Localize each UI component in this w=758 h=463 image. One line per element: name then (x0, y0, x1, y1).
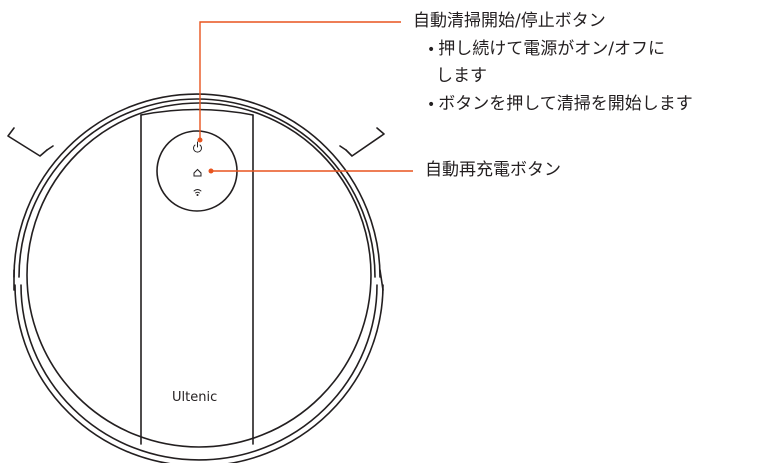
recharge-dot (208, 168, 214, 174)
start-stop-title: 自動清掃開始/停止ボタン (413, 11, 606, 31)
bumper (13, 93, 384, 463)
start-stop-dot (197, 137, 203, 143)
top-cover (26, 102, 372, 448)
right-side-brush (339, 127, 385, 157)
home-icon[interactable] (193, 168, 202, 177)
brand-logo: Ultenic (172, 390, 217, 405)
wifi-icon (193, 189, 202, 197)
power-icon[interactable] (193, 141, 202, 153)
start-stop-note-1-text: 押し続けて電源がオン/オフに (438, 39, 665, 59)
start-stop-note-2-text: ボタンを押して清掃を開始します (438, 94, 693, 114)
center-panel (140, 108, 254, 445)
left-side-brush (7, 127, 54, 157)
start-stop-note-1-cont: します (436, 66, 487, 86)
start-stop-note-1: 押し続けて電源がオン/オフに (427, 41, 665, 58)
start-stop-note-2: ボタンを押して清掃を開始します (427, 96, 693, 113)
recharge-title: 自動再充電ボタン (425, 160, 561, 180)
start-stop-leader (199, 21, 401, 140)
